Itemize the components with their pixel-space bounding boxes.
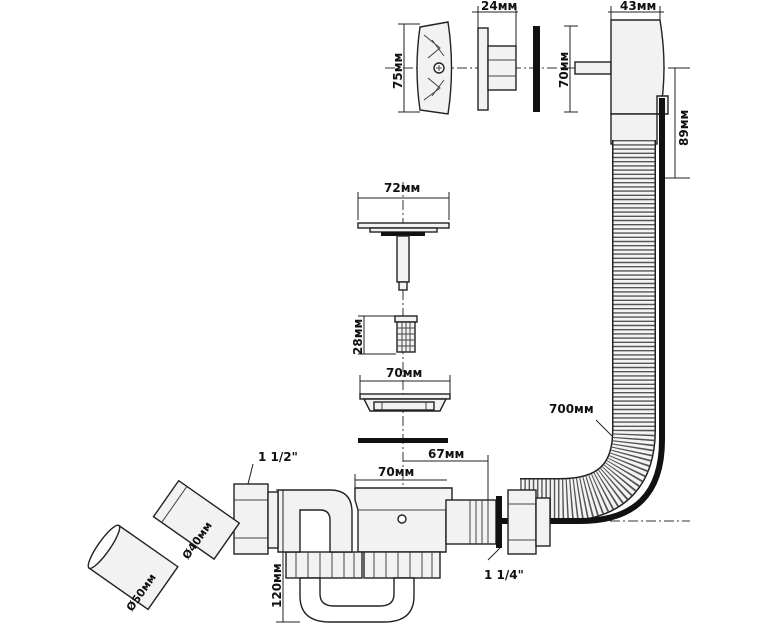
dim-70-flange-line bbox=[359, 375, 451, 395]
drain-gasket bbox=[358, 438, 448, 443]
hose-length-label: 700мм bbox=[549, 402, 594, 416]
drain-flange bbox=[359, 393, 451, 412]
dim-70-overflow-line bbox=[564, 25, 578, 113]
outlet-thread-leader bbox=[247, 463, 254, 485]
outlet-union-nut bbox=[233, 483, 279, 555]
dim-120-line bbox=[276, 489, 300, 623]
overflow-body bbox=[574, 19, 669, 145]
u-trap bbox=[299, 577, 415, 623]
overflow-adapter bbox=[477, 27, 517, 111]
dim-43-line bbox=[608, 6, 664, 22]
overflow-connection-gasket bbox=[496, 496, 502, 548]
outlet-branch-pipe bbox=[277, 489, 353, 553]
strainer-basket bbox=[394, 315, 418, 353]
trap-nut-left bbox=[285, 551, 363, 579]
drain-body bbox=[354, 487, 453, 553]
overflow-gasket bbox=[533, 26, 540, 112]
drain-flange-diameter-label: 70мм bbox=[386, 366, 422, 380]
dim-67-line bbox=[403, 455, 489, 500]
plug-diameter-label: 72мм bbox=[384, 181, 420, 195]
hose-leader-line bbox=[595, 419, 613, 437]
trap-nut-right bbox=[363, 551, 441, 579]
dim-89-line bbox=[662, 67, 690, 179]
overflow-vertical-offset-label: 89мм bbox=[677, 110, 691, 146]
overflow-body-height-label: 70мм bbox=[557, 52, 571, 88]
dim-75-line bbox=[398, 23, 420, 113]
overflow-outlet-pipe bbox=[445, 499, 497, 545]
dim-28-line bbox=[358, 315, 396, 355]
dim-72-line bbox=[357, 192, 450, 220]
drain-outlet-length-label: 67мм bbox=[428, 447, 464, 461]
dim-24-line bbox=[472, 6, 518, 46]
overflow-thread-label: 1 1/4" bbox=[484, 568, 524, 582]
overflow-body-width-label: 43мм bbox=[620, 0, 656, 13]
overflow-plate-height-label: 75мм bbox=[391, 53, 405, 89]
drain-body-width-label: 70мм bbox=[378, 465, 414, 479]
overflow-cover-plate bbox=[416, 21, 453, 115]
corrugated-hose bbox=[520, 140, 656, 522]
outlet-thread-label: 1 1/2" bbox=[258, 450, 298, 464]
drain-plug bbox=[357, 222, 450, 291]
trap-height-label: 120мм bbox=[270, 563, 284, 608]
strainer-height-label: 28мм bbox=[351, 319, 365, 355]
overflow-adapter-width-label: 24мм bbox=[481, 0, 517, 13]
overflow-thread-leader bbox=[487, 547, 501, 561]
hose-nut bbox=[507, 489, 551, 555]
overflow-internal-rod bbox=[400, 98, 665, 524]
pipe-50mm bbox=[87, 524, 179, 611]
pipe-40mm bbox=[152, 479, 241, 561]
